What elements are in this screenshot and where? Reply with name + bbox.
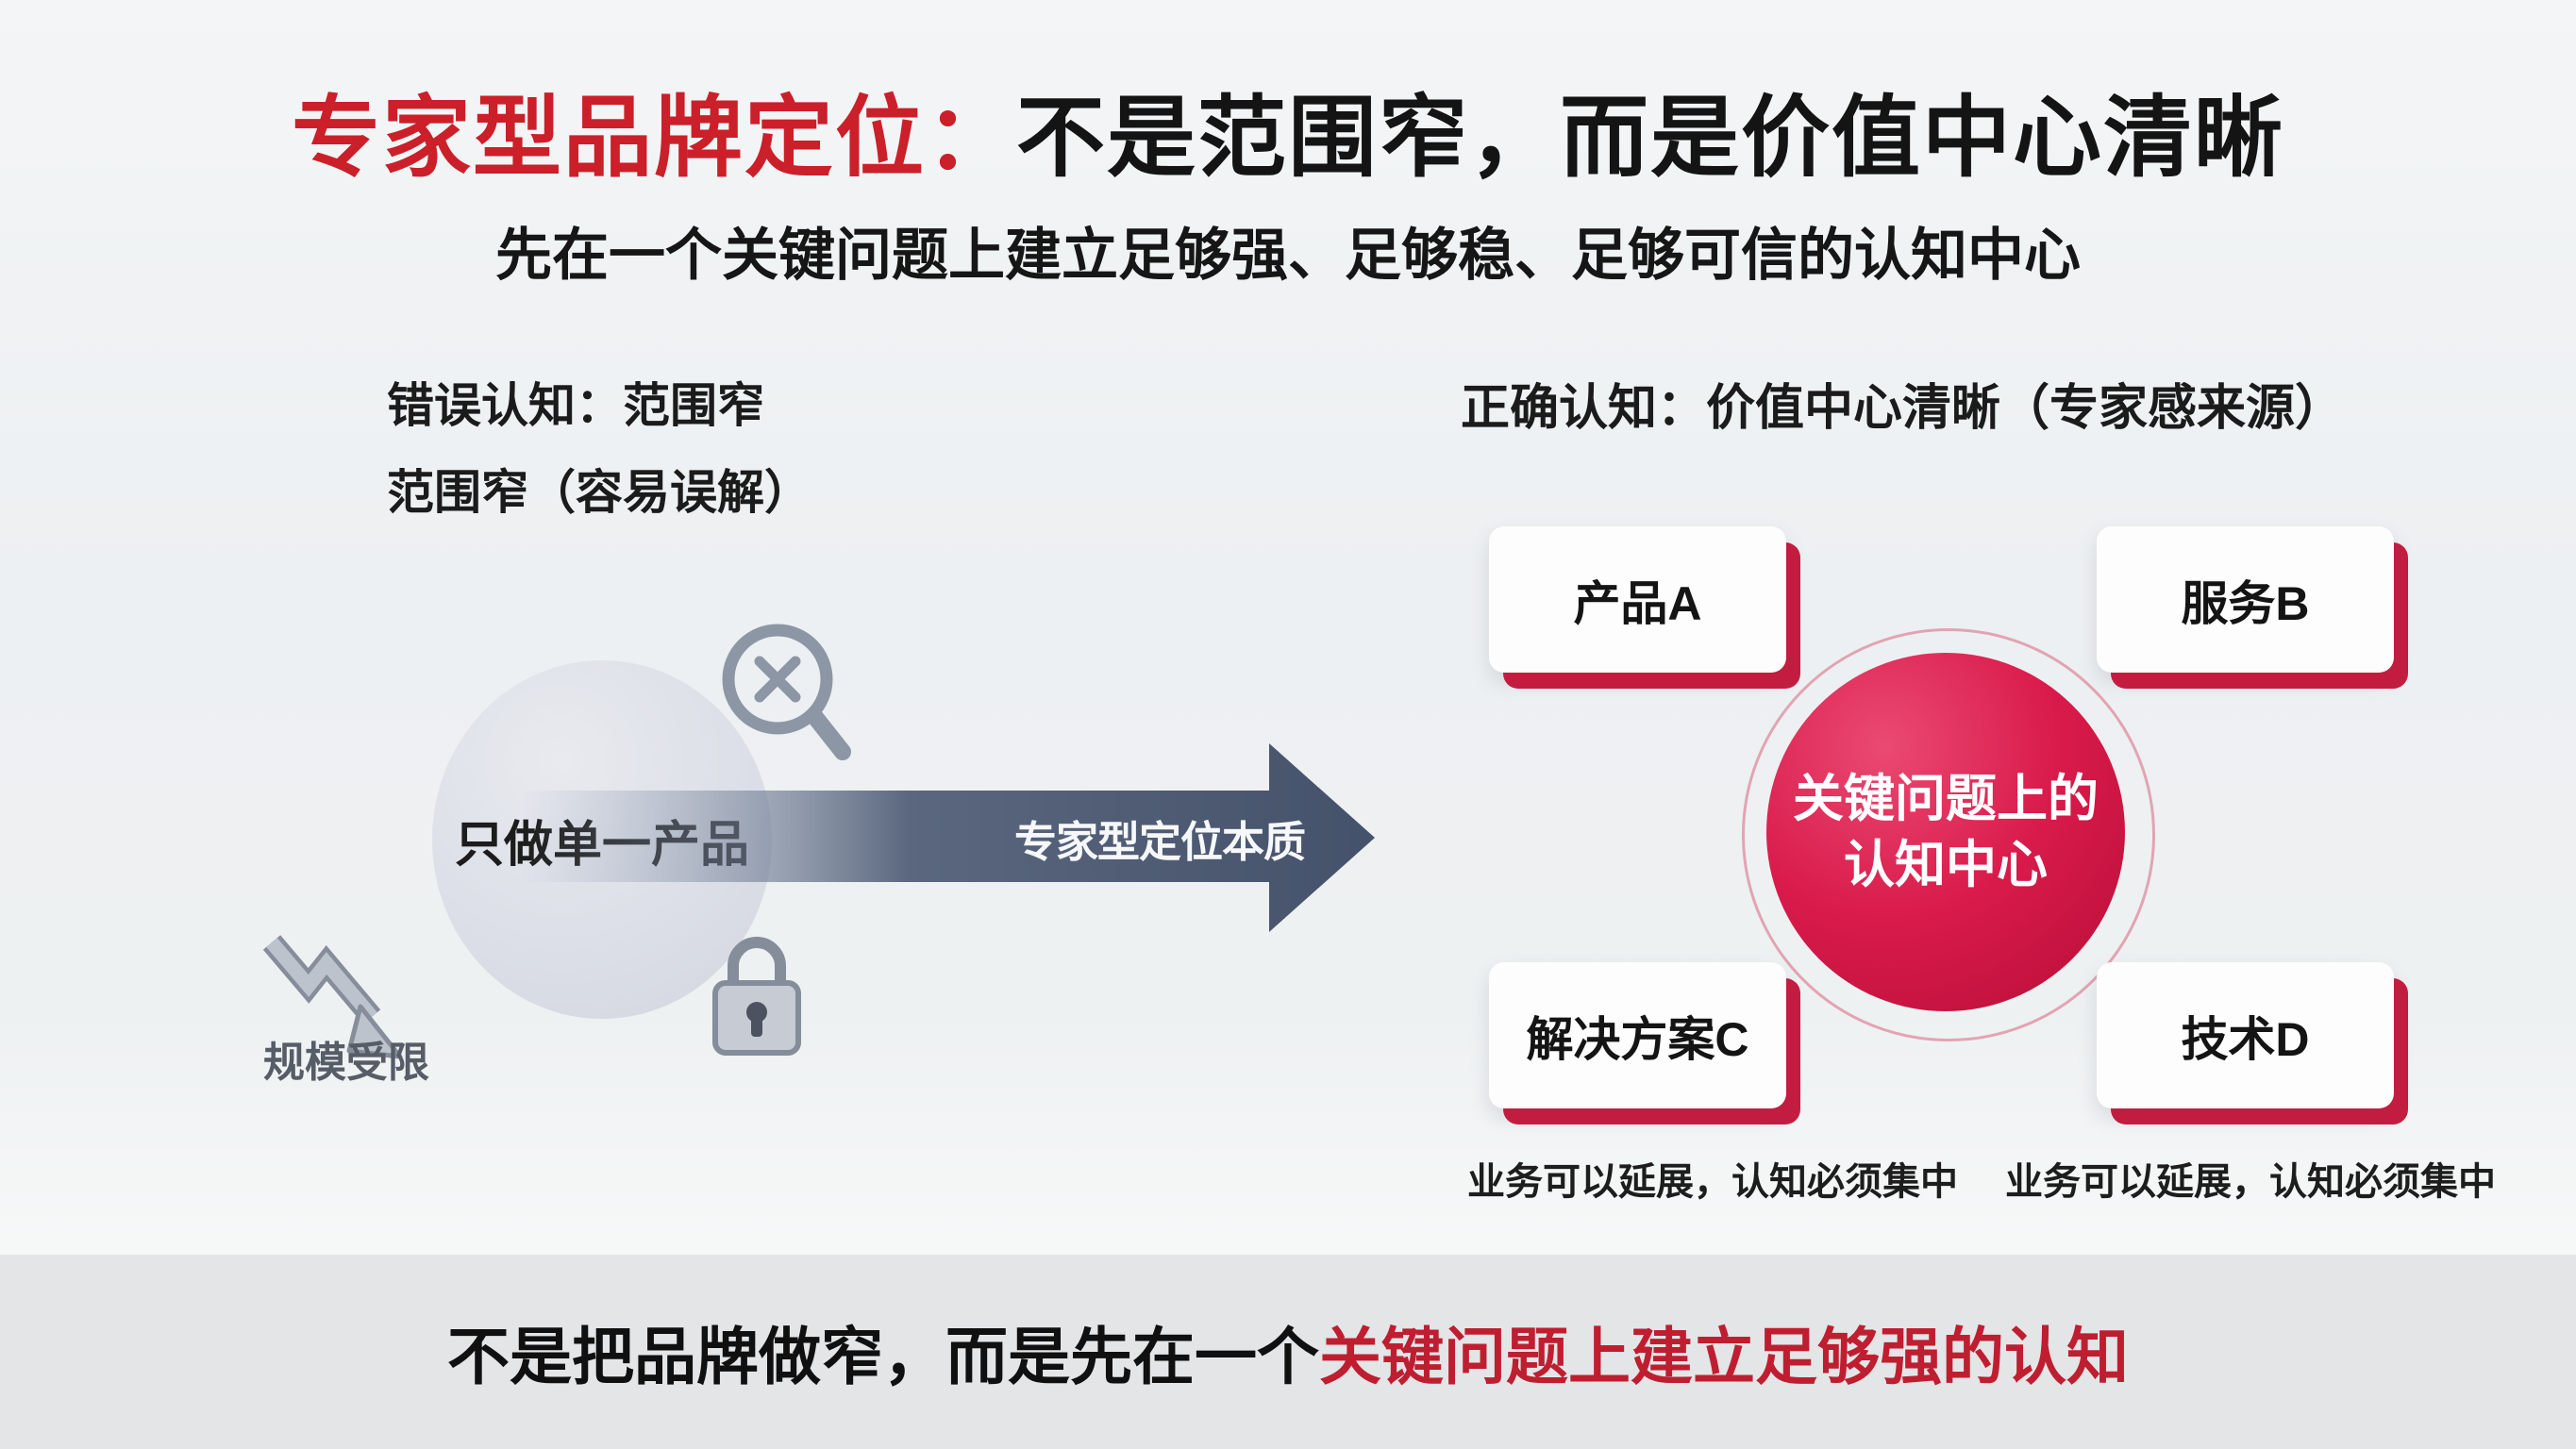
caption-left: 业务可以延展，认知必须集中 bbox=[1467, 1161, 1958, 1203]
card-service-b-label: 服务B bbox=[2181, 576, 2310, 630]
footer-statement-red: 关键问题上建立足够强的认知 bbox=[1319, 1322, 2129, 1391]
wrong-cognition-heading: 错误认知：范围窄 bbox=[387, 379, 764, 432]
card-service-b: 服务B bbox=[2097, 526, 2394, 673]
magnifier-x-icon bbox=[722, 624, 851, 760]
footer-bar: 不是把品牌做窄，而是先在一个关键问题上建立足够强的认知 bbox=[0, 1255, 2576, 1449]
footer-statement-black: 不是把品牌做窄，而是先在一个 bbox=[447, 1322, 1319, 1391]
cognition-center-line2: 认知中心 bbox=[1844, 837, 2048, 893]
page-title-red: 专家型品牌定位： bbox=[291, 88, 1016, 187]
caption-right: 业务可以延展，认知必须集中 bbox=[2005, 1161, 2496, 1203]
page-title: 专家型品牌定位：不是范围窄，而是价值中心清晰 bbox=[0, 66, 2576, 194]
card-solution-c: 解决方案C bbox=[1489, 962, 1786, 1108]
cognition-center-circle: 关键问题上的 认知中心 bbox=[1766, 653, 2125, 1011]
card-technology-d-label: 技术D bbox=[2181, 1012, 2310, 1066]
page-title-black: 不是范围窄，而是价值中心清晰 bbox=[1016, 88, 2285, 187]
card-product-a-label: 产品A bbox=[1573, 576, 1702, 630]
cognition-center-line1: 关键问题上的 bbox=[1793, 770, 2099, 827]
card-product-a: 产品A bbox=[1489, 526, 1786, 673]
lock-icon bbox=[712, 937, 801, 1056]
decline-arrow-icon bbox=[262, 935, 403, 1059]
transition-arrow bbox=[521, 743, 1375, 932]
transition-arrow-label: 专家型定位本质 bbox=[1014, 818, 1306, 866]
page-subtitle: 先在一个关键问题上建立足够强、足够稳、足够可信的认知中心 bbox=[495, 224, 2081, 287]
cognition-circle-ring bbox=[1742, 628, 2155, 1041]
decline-caption: 规模受限 bbox=[263, 1040, 429, 1086]
wrong-cognition-subheading: 范围窄（容易误解） bbox=[387, 466, 811, 519]
card-solution-c-label: 解决方案C bbox=[1526, 1012, 1749, 1066]
card-technology-d: 技术D bbox=[2097, 962, 2394, 1108]
right-cognition-heading: 正确认知：价值中心清晰（专家感来源） bbox=[1461, 381, 2345, 436]
footer-statement: 不是把品牌做窄，而是先在一个关键问题上建立足够强的认知 bbox=[447, 1307, 2129, 1397]
